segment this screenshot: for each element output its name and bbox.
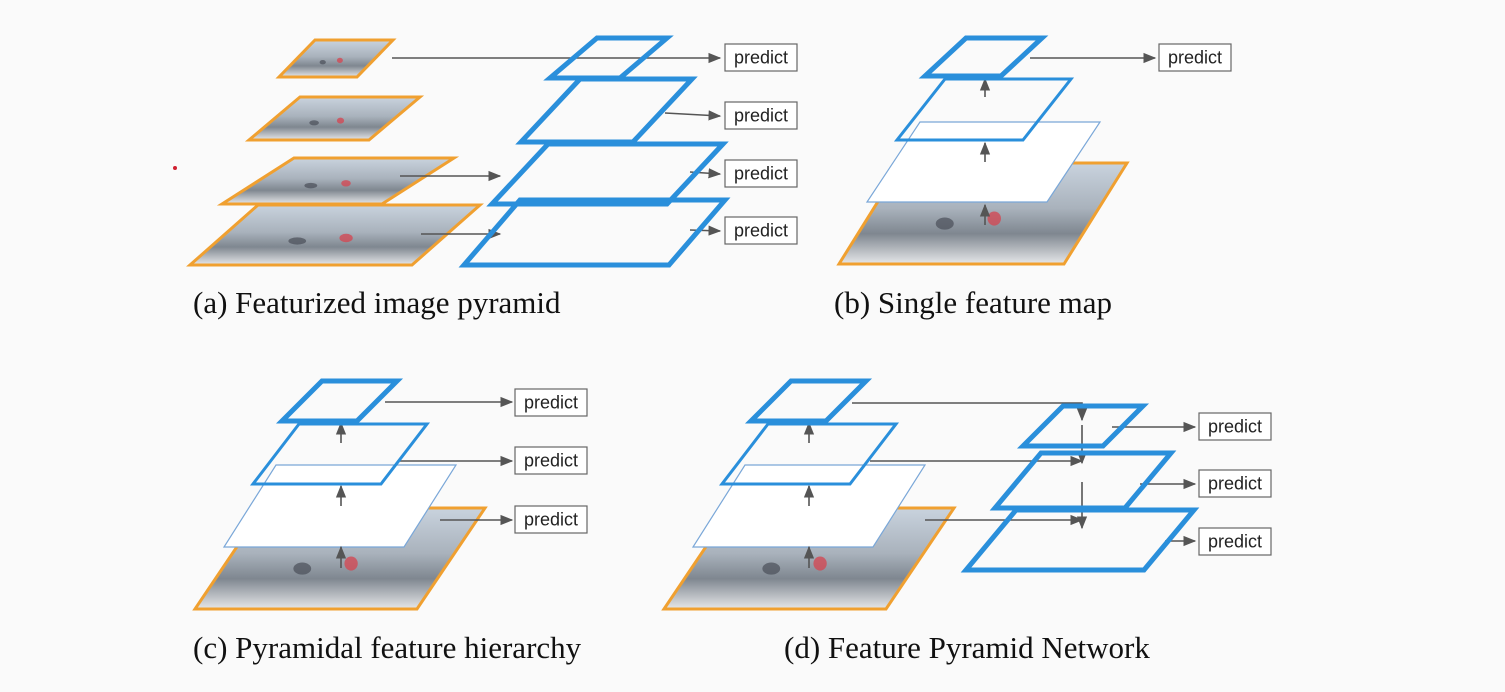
d-predict-1: predict	[1198, 527, 1272, 556]
a-image-level-3	[244, 95, 425, 142]
a-predict-1-label: predict	[734, 221, 788, 241]
c-predict-3-label: predict	[524, 393, 578, 413]
d-image-red-blob	[813, 556, 827, 571]
a-image-level-1	[186, 203, 484, 267]
a-image-level-3-dark-blob	[309, 120, 319, 126]
a-arrow-3	[664, 110, 722, 121]
predict-boxes: predict predict predict predict predict predi…	[514, 43, 1272, 556]
b-image-dark-blob	[935, 217, 954, 230]
feature-map-layers	[249, 35, 1200, 573]
a-feature-map-1	[458, 197, 731, 268]
d-top-down-map-1	[960, 507, 1200, 573]
c-predict-2: predict	[514, 446, 588, 475]
a-predict-2: predict	[724, 159, 798, 188]
a-predict-3-label: predict	[734, 106, 788, 126]
a-predict-1: predict	[724, 216, 798, 245]
c-feature-map-2	[249, 422, 431, 486]
a-arrow-1	[689, 225, 722, 236]
c-predict-1-label: predict	[524, 510, 578, 530]
a-feature-map-4	[543, 35, 674, 81]
c-image-dark-blob	[293, 562, 312, 575]
a-image-level-1-dark-blob	[288, 237, 307, 245]
b-predict: predict	[1158, 43, 1232, 72]
d-feature-map-3	[744, 378, 873, 424]
d-top-down-map-2	[989, 450, 1177, 511]
a-predict-4-frame	[724, 43, 798, 72]
d-top-down-map-3	[1016, 403, 1150, 449]
a-image-level-3-photo	[244, 95, 425, 142]
d-predict-3-frame	[1198, 412, 1272, 441]
d-image-dark-blob	[762, 562, 781, 575]
b-image-red-blob	[987, 211, 1001, 226]
a-image-level-3-red-blob	[336, 117, 345, 124]
caption-c: (c) Pyramidal feature hierarchy	[193, 630, 582, 665]
a-image-level-2-dark-blob	[304, 182, 318, 189]
d-predict-1-label: predict	[1208, 532, 1262, 552]
d-predict-2-frame	[1198, 469, 1272, 498]
c-feature-map-3	[275, 378, 404, 424]
c-predict-3: predict	[514, 388, 588, 417]
d-lateral-arrow-3	[852, 402, 1088, 422]
caption-b: (b) Single feature map	[834, 285, 1113, 320]
b-feature-map-1	[865, 121, 1102, 203]
d-predict-2-label: predict	[1208, 474, 1262, 494]
a-feature-map-2	[486, 141, 729, 207]
a-image-level-1-photo	[186, 203, 484, 267]
a-predict-4: predict	[724, 43, 798, 72]
a-image-level-4-dark-blob	[319, 59, 326, 65]
a-predict-1-frame	[724, 216, 798, 245]
c-predict-2-label: predict	[524, 451, 578, 471]
d-feature-map-2	[718, 422, 900, 486]
a-feature-map-3	[515, 76, 698, 145]
caption-d: (d) Feature Pyramid Network	[784, 630, 1150, 665]
a-image-level-2-red-blob	[341, 180, 351, 187]
b-feature-map-3	[918, 35, 1049, 79]
c-predict-2-frame	[514, 446, 588, 475]
d-predict-3-label: predict	[1208, 417, 1262, 437]
a-predict-4-label: predict	[734, 48, 788, 68]
c-image-red-blob	[344, 556, 358, 571]
a-image-level-4-red-blob	[336, 57, 343, 63]
a-predict-3: predict	[724, 101, 798, 130]
b-feature-map-2	[893, 77, 1075, 142]
pointer-dot	[173, 166, 177, 170]
caption-a: (a) Featurized image pyramid	[193, 285, 561, 320]
a-predict-2-label: predict	[734, 164, 788, 184]
b-predict-label: predict	[1168, 48, 1222, 68]
c-predict-3-frame	[514, 388, 588, 417]
c-predict-1-frame	[514, 505, 588, 534]
a-image-level-2	[216, 156, 460, 206]
a-image-level-4	[275, 38, 397, 79]
a-image-level-4-photo	[275, 38, 397, 79]
d-predict-3: predict	[1198, 412, 1272, 441]
d-predict-2: predict	[1198, 469, 1272, 498]
b-predict-frame	[1158, 43, 1232, 72]
a-image-level-1-red-blob	[339, 233, 353, 243]
a-image-level-2-photo	[216, 156, 460, 206]
c-predict-1: predict	[514, 505, 588, 534]
d-predict-1-frame	[1198, 527, 1272, 556]
a-predict-3-frame	[724, 101, 798, 130]
arrows	[335, 52, 1197, 568]
a-predict-2-frame	[724, 159, 798, 188]
